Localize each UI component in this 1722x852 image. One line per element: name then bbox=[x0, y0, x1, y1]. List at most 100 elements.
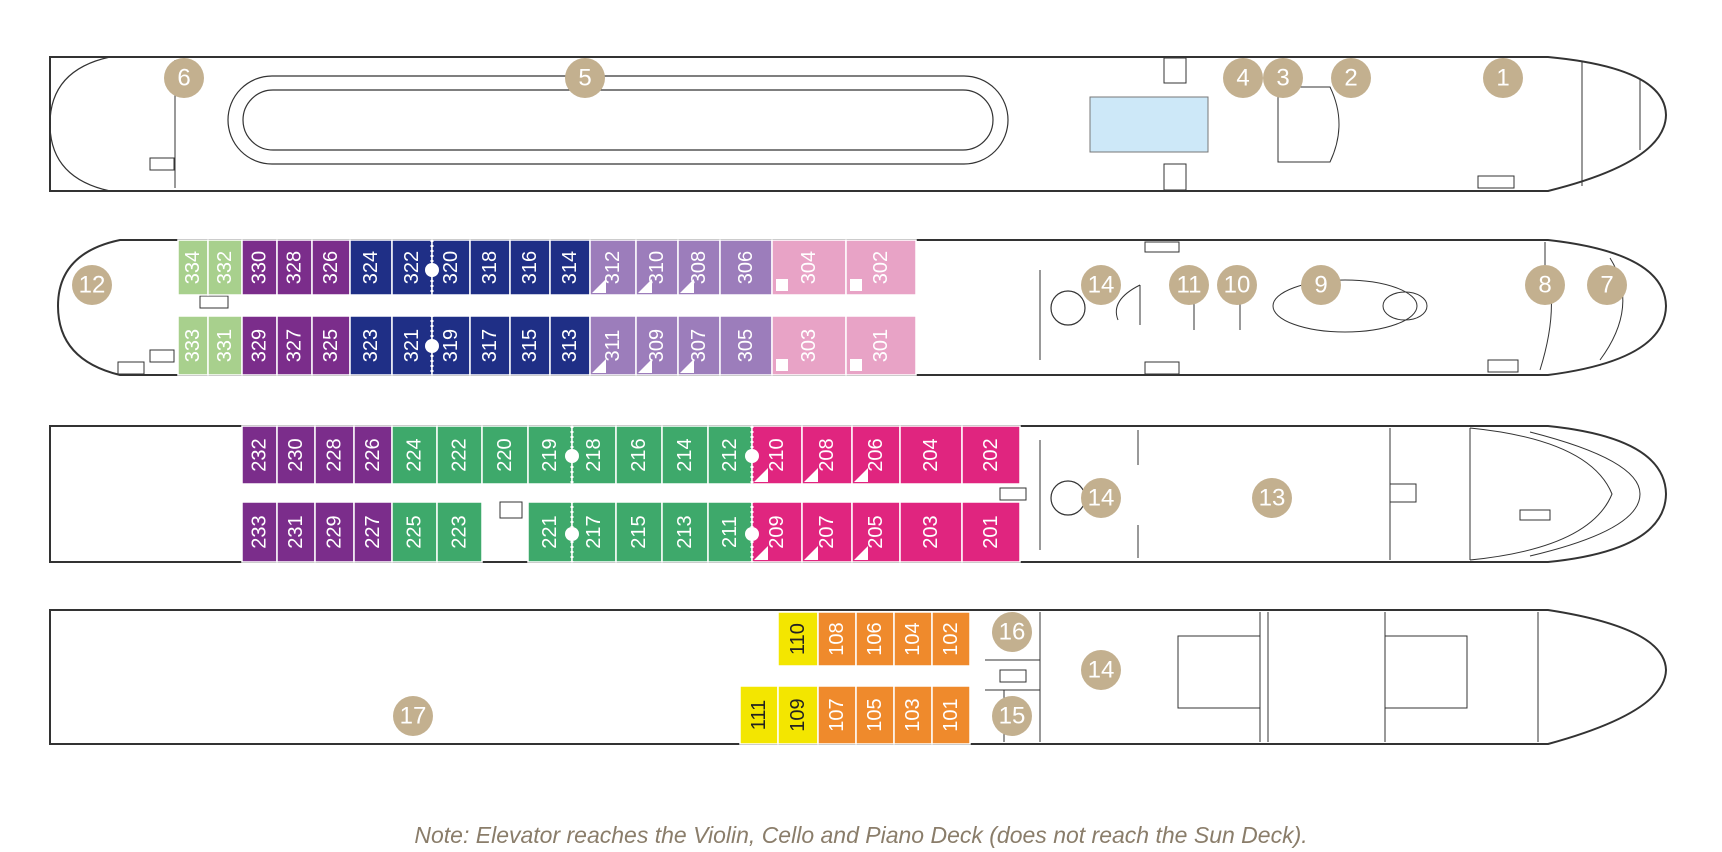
cabin-224: 224 bbox=[391, 425, 438, 485]
cabin-number: 215 bbox=[628, 515, 650, 548]
cabin-number: 233 bbox=[249, 515, 271, 548]
svg-text:15: 15 bbox=[999, 703, 1026, 730]
cabin-number: 111 bbox=[748, 700, 770, 730]
marker-15: 15 bbox=[992, 696, 1032, 736]
cabin-number: 303 bbox=[798, 329, 820, 362]
svg-text:7: 7 bbox=[1600, 272, 1613, 299]
cabin-219: 219 bbox=[527, 425, 573, 485]
cabin-210: 210 bbox=[751, 425, 803, 485]
svg-text:3: 3 bbox=[1276, 65, 1289, 92]
accessible-marker bbox=[680, 359, 694, 373]
cabin-322: 322 bbox=[391, 239, 433, 296]
cabin-223: 223 bbox=[436, 501, 483, 563]
cabin-number: 326 bbox=[320, 251, 342, 284]
cabin-317: 317 bbox=[469, 315, 511, 376]
cabin-110: 110 bbox=[777, 611, 819, 667]
cabin-number: 315 bbox=[519, 329, 541, 362]
cabin-number: 211 bbox=[719, 516, 741, 548]
cabin-102: 102 bbox=[931, 611, 971, 667]
cabin-number: 230 bbox=[285, 438, 307, 471]
cabin-number: 201 bbox=[980, 515, 1002, 548]
cabin-number: 214 bbox=[674, 438, 696, 471]
svg-text:14: 14 bbox=[1088, 272, 1115, 299]
svg-text:13: 13 bbox=[1259, 485, 1286, 512]
cabin-number: 331 bbox=[214, 329, 236, 362]
cabin-number: 323 bbox=[360, 329, 382, 362]
cabin-number: 104 bbox=[902, 622, 924, 655]
cabin-325: 325 bbox=[311, 315, 351, 376]
connector-dot bbox=[745, 527, 759, 541]
cabin-306: 306 bbox=[719, 239, 773, 296]
cabin-216: 216 bbox=[615, 425, 663, 485]
cabin-number: 103 bbox=[902, 698, 924, 731]
cabin-number: 321 bbox=[401, 329, 423, 362]
svg-text:16: 16 bbox=[999, 619, 1026, 646]
cabin-number: 308 bbox=[688, 251, 710, 284]
cabin-308: 308 bbox=[677, 239, 721, 296]
cabin-225: 225 bbox=[391, 501, 438, 563]
cabin-202: 202 bbox=[961, 425, 1021, 485]
cabin-number: 332 bbox=[214, 251, 236, 284]
accessible-marker bbox=[854, 546, 868, 560]
svg-text:5: 5 bbox=[578, 65, 591, 92]
cabin-311: 311 bbox=[589, 315, 637, 376]
sun-deck bbox=[49, 56, 1668, 192]
cabin-323: 323 bbox=[349, 315, 393, 376]
cabin-312: 312 bbox=[589, 239, 637, 296]
cabin-number: 322 bbox=[401, 251, 423, 284]
cabin-number: 217 bbox=[583, 515, 605, 548]
elevator-note: Note: Elevator reaches the Violin, Cello… bbox=[414, 822, 1308, 848]
cabin-number: 333 bbox=[182, 329, 204, 362]
cabin-108: 108 bbox=[817, 611, 857, 667]
connecting-doors bbox=[425, 240, 759, 562]
svg-text:17: 17 bbox=[400, 703, 427, 730]
cabin-number: 206 bbox=[865, 438, 887, 471]
cabin-number: 106 bbox=[864, 622, 886, 655]
cabin-number: 109 bbox=[787, 698, 809, 731]
svg-text:2: 2 bbox=[1344, 65, 1357, 92]
cabin-307: 307 bbox=[677, 315, 721, 376]
cabin-330: 330 bbox=[241, 239, 278, 296]
cabin-232: 232 bbox=[241, 425, 278, 485]
cabin-number: 207 bbox=[816, 515, 838, 548]
cabin-310: 310 bbox=[635, 239, 679, 296]
svg-text:4: 4 bbox=[1236, 65, 1249, 92]
cabin-309: 309 bbox=[635, 315, 679, 376]
accessible-marker bbox=[638, 359, 652, 373]
cabin-number: 202 bbox=[980, 438, 1002, 471]
cabin-334: 334 bbox=[177, 239, 209, 296]
cabin-227: 227 bbox=[353, 501, 393, 563]
cabin-number: 227 bbox=[362, 515, 384, 548]
cabin-number: 110 bbox=[787, 623, 809, 655]
cabin-233: 233 bbox=[241, 501, 278, 563]
cabin-208: 208 bbox=[801, 425, 853, 485]
marker-6: 6 bbox=[164, 58, 204, 98]
cabin-number: 313 bbox=[559, 329, 581, 362]
cabin-number: 220 bbox=[494, 438, 516, 471]
cabin-number: 307 bbox=[688, 329, 710, 362]
cabin-number: 302 bbox=[870, 251, 892, 284]
cabin-211: 211 bbox=[707, 501, 753, 563]
cabin-number: 212 bbox=[719, 438, 741, 471]
window-marker bbox=[776, 279, 788, 291]
connector-dot bbox=[565, 527, 579, 541]
cabin-327: 327 bbox=[276, 315, 313, 376]
cabin-number: 325 bbox=[320, 329, 342, 362]
cabin-number: 305 bbox=[735, 329, 757, 362]
marker-1: 1 bbox=[1483, 58, 1523, 98]
cabin-number: 221 bbox=[539, 515, 561, 548]
cabin-319: 319 bbox=[431, 315, 471, 376]
cabin-number: 218 bbox=[583, 438, 605, 471]
marker-4: 4 bbox=[1223, 58, 1263, 98]
cabin-107: 107 bbox=[817, 685, 857, 745]
cabin-number: 205 bbox=[865, 515, 887, 548]
cabin-213: 213 bbox=[661, 501, 709, 563]
cabin-209: 209 bbox=[751, 501, 803, 563]
cabin-number: 316 bbox=[519, 251, 541, 284]
cabin-331: 331 bbox=[207, 315, 243, 376]
accessible-marker bbox=[804, 546, 818, 560]
cabin-number: 320 bbox=[440, 251, 462, 284]
cabin-number: 314 bbox=[559, 251, 581, 284]
cabin-number: 311 bbox=[602, 330, 624, 362]
